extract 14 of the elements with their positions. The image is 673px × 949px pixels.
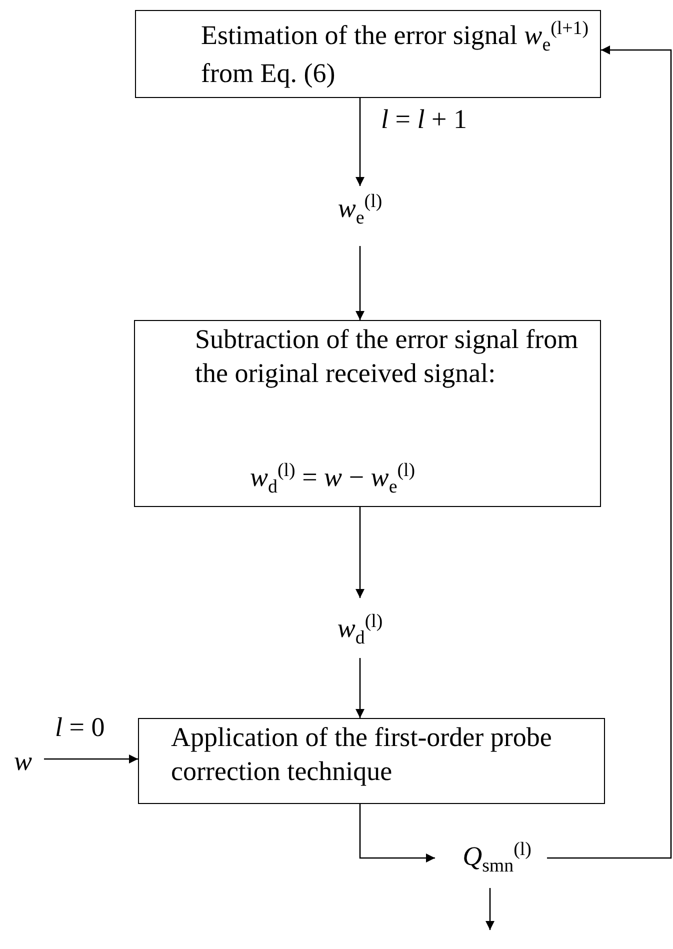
process-box: [138, 718, 605, 804]
arrow: [486, 888, 494, 930]
process-box: [135, 10, 601, 98]
arrow: [547, 46, 672, 859]
box-text: Application of the first-order probe correction technique: [171, 721, 553, 788]
signal-label: w: [8, 745, 38, 779]
arrow: [356, 98, 364, 186]
arrow: [356, 658, 364, 718]
arrow: [356, 507, 364, 598]
arrow: [356, 246, 364, 320]
process-box: [134, 320, 601, 507]
arrow: [44, 754, 138, 764]
box-text: Subtraction of the error signal from the original received signal:: [195, 323, 580, 390]
arrow: [359, 804, 435, 862]
